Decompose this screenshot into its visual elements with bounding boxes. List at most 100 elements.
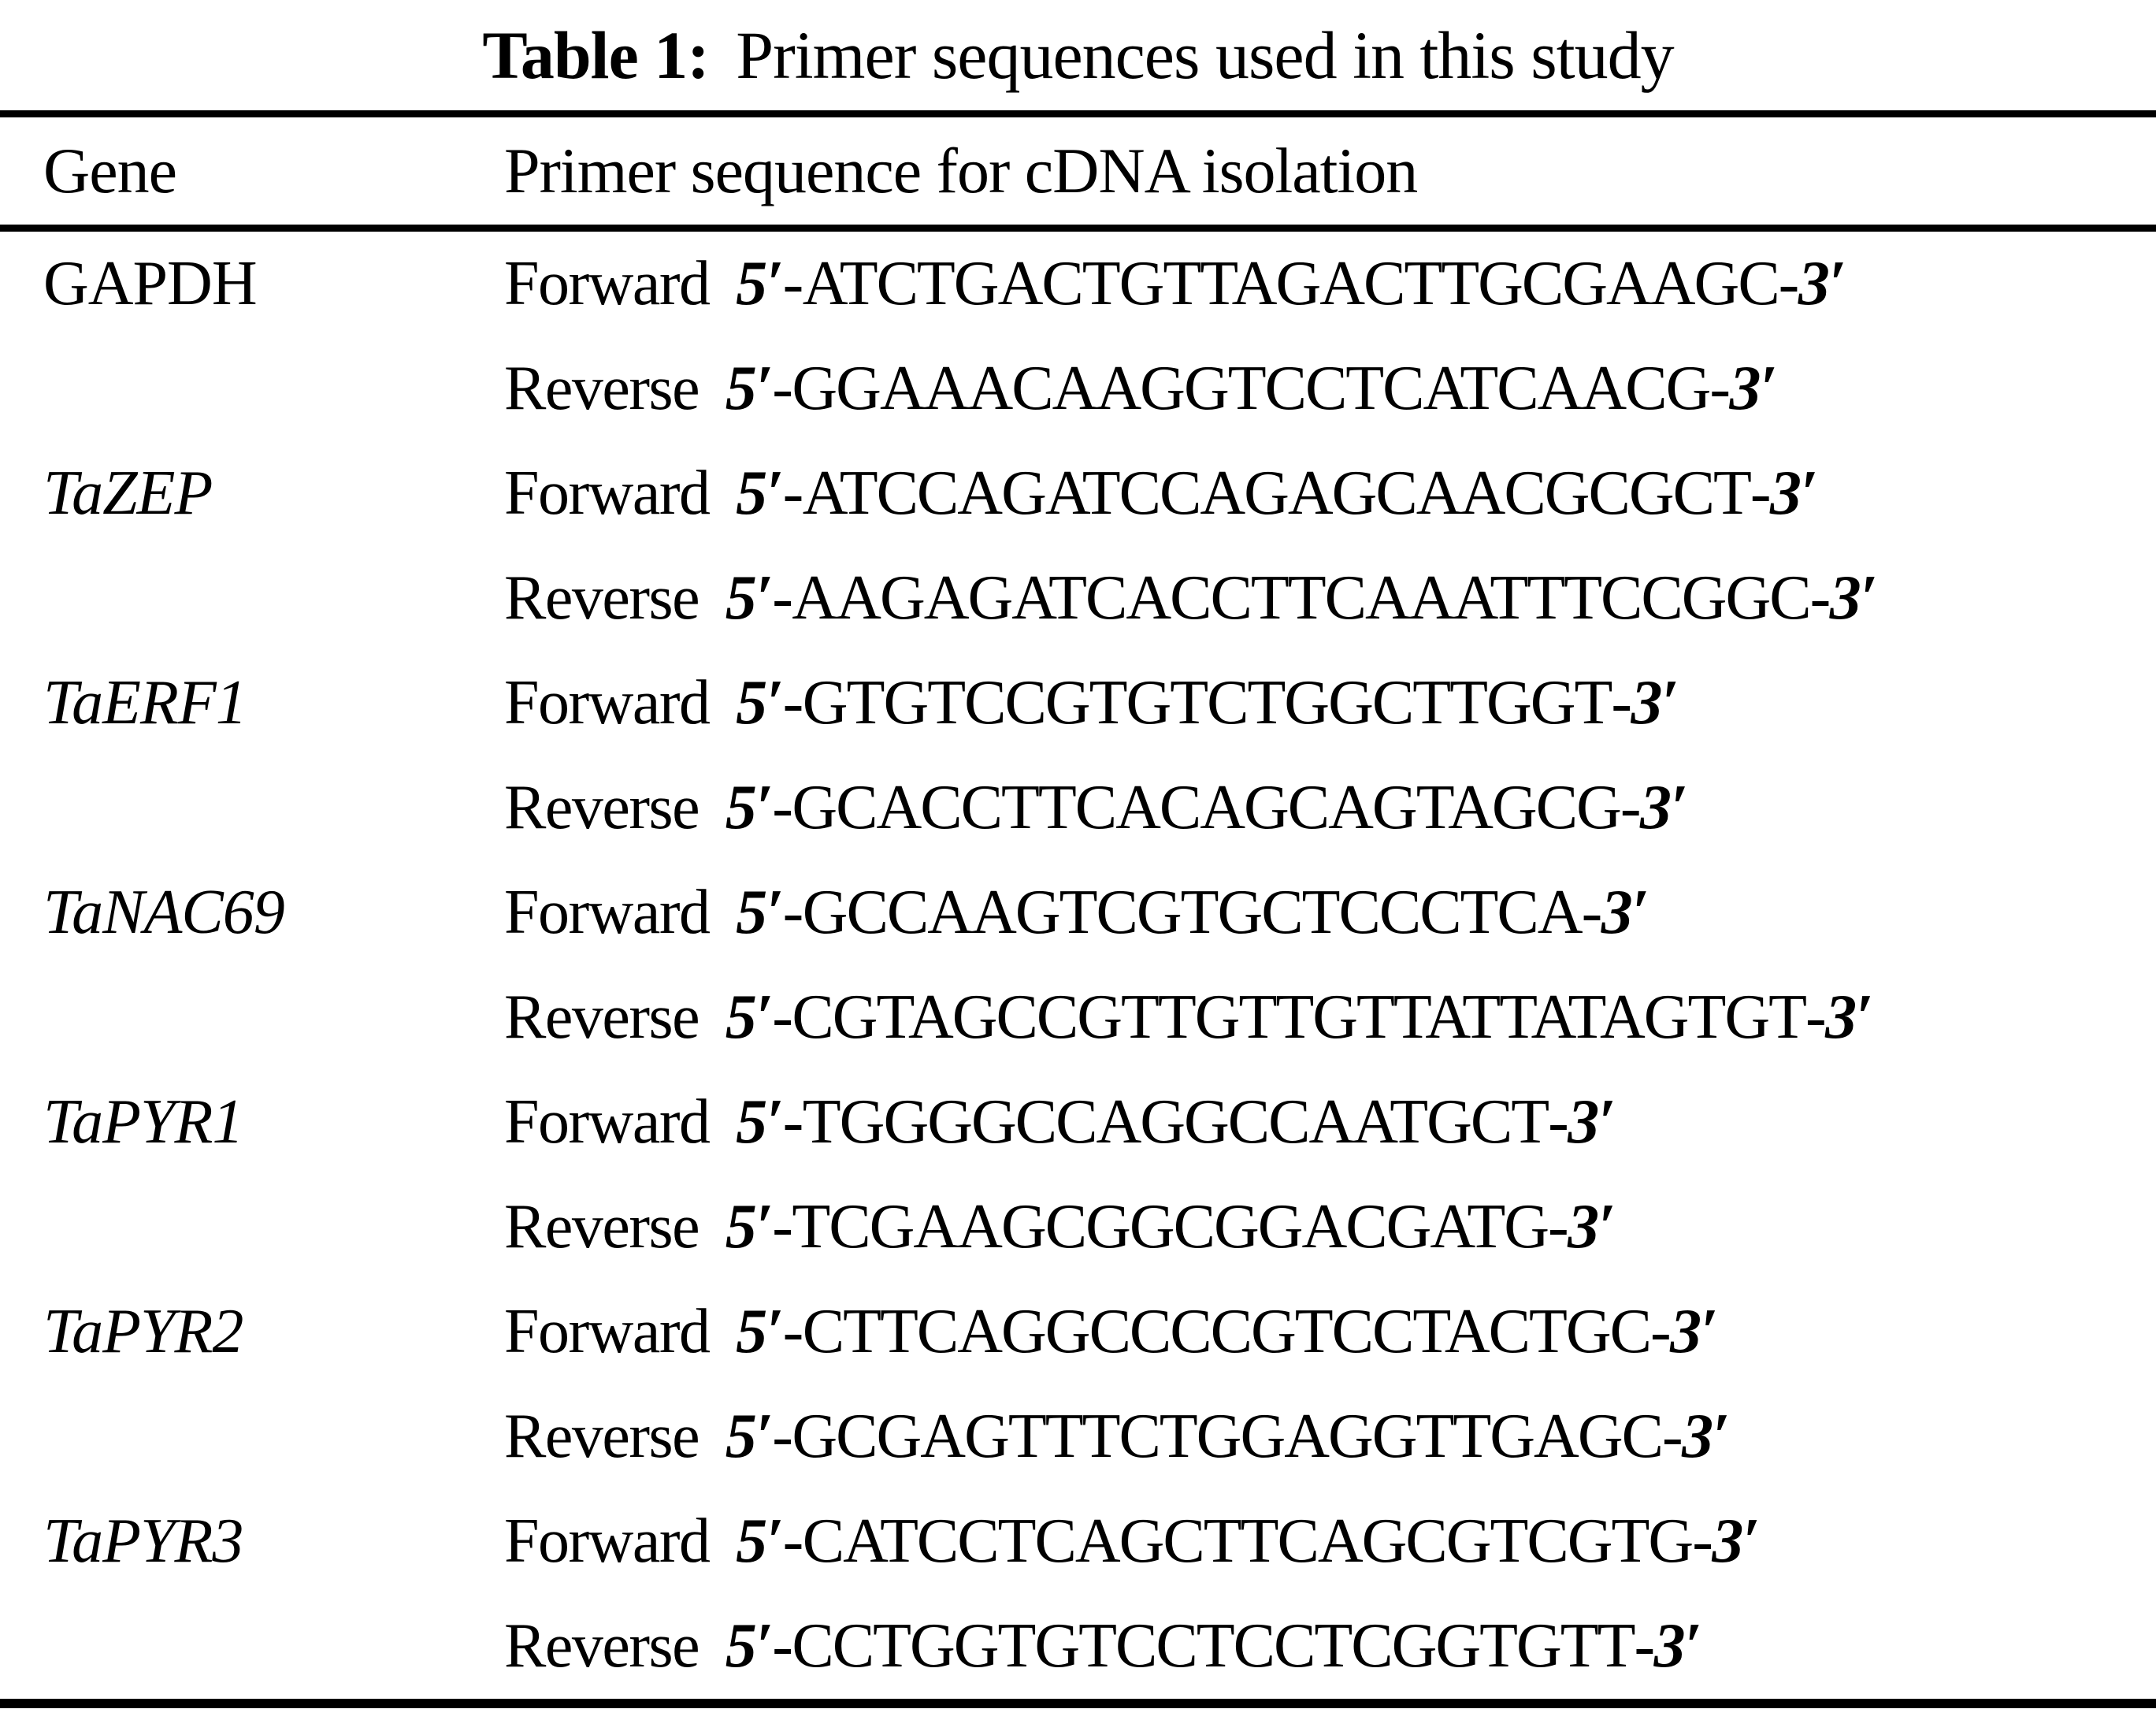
five-prime-label: 5′ bbox=[736, 249, 784, 318]
table-bottom-rule bbox=[0, 1699, 2156, 1708]
dash: - bbox=[772, 1402, 793, 1471]
primer-direction: Reverse bbox=[504, 983, 700, 1052]
dash: - bbox=[772, 983, 793, 1052]
five-prime-label: 5′ bbox=[725, 1611, 774, 1681]
five-prime-label: 5′ bbox=[725, 1402, 774, 1471]
five-prime-label: 5′ bbox=[725, 983, 774, 1052]
table-caption-label: Table 1: bbox=[482, 17, 709, 93]
dash: - bbox=[782, 459, 804, 528]
dash: - bbox=[1750, 459, 1772, 528]
table-header-row: Gene Primer sequence for cDNA isolation bbox=[0, 117, 2156, 225]
primer-sequence: GCCAAGTCGTGCTCCCTCA bbox=[802, 878, 1583, 947]
dash: - bbox=[1548, 1087, 1569, 1157]
dash: - bbox=[1620, 773, 1642, 842]
three-prime-label: 3′ bbox=[1670, 1297, 1718, 1366]
primer-direction: Reverse bbox=[504, 563, 700, 633]
primer-direction: Forward bbox=[504, 459, 711, 528]
three-prime-label: 3′ bbox=[1568, 1087, 1616, 1157]
gene-name: TaPYR2 bbox=[43, 1297, 243, 1366]
primer-sequence: TGGGGCCAGGCCAATGCT bbox=[802, 1087, 1549, 1157]
primer-direction: Reverse bbox=[504, 1402, 700, 1471]
primer-sequence: ATCTGACTGTTAGACTTGCGAAGC bbox=[802, 249, 1780, 318]
table-caption-text: Primer sequences used in this study bbox=[736, 17, 1674, 93]
primer-sequence: GCACCTTCACAGCAGTAGCG bbox=[792, 773, 1621, 842]
dash: - bbox=[1805, 983, 1827, 1052]
dash: - bbox=[772, 354, 793, 423]
primer-sequence: CCTGGTGTCCTCCTCGGTGTT bbox=[792, 1611, 1635, 1681]
gene-name: TaERF1 bbox=[43, 668, 247, 737]
three-prime-label: 3′ bbox=[1825, 983, 1873, 1052]
three-prime-label: 3′ bbox=[1798, 249, 1846, 318]
dash: - bbox=[1778, 249, 1800, 318]
primer-direction: Forward bbox=[504, 1087, 711, 1157]
five-prime-label: 5′ bbox=[725, 1192, 774, 1261]
three-prime-label: 3′ bbox=[1712, 1507, 1760, 1576]
dash: - bbox=[1709, 354, 1731, 423]
five-prime-label: 5′ bbox=[736, 1297, 784, 1366]
dash: - bbox=[772, 1611, 793, 1681]
primer-sequence: GTGTCCGTGTCTGGCTTGGT bbox=[802, 668, 1613, 737]
dash: - bbox=[1692, 1507, 1713, 1576]
dash: - bbox=[1611, 668, 1632, 737]
five-prime-label: 5′ bbox=[736, 459, 784, 528]
primer-direction: Forward bbox=[504, 1507, 711, 1576]
three-prime-label: 3′ bbox=[1729, 354, 1777, 423]
column-header-primer: Primer sequence for cDNA isolation bbox=[504, 135, 1418, 206]
five-prime-label: 5′ bbox=[725, 773, 774, 842]
primer-sequence: AAGAGATCACCTTCAAATTTCCGGC bbox=[792, 563, 1811, 633]
dash: - bbox=[782, 668, 804, 737]
dash: - bbox=[772, 1192, 793, 1261]
three-prime-label: 3′ bbox=[1829, 563, 1878, 633]
dash: - bbox=[782, 1087, 804, 1157]
three-prime-label: 3′ bbox=[1769, 459, 1818, 528]
three-prime-label: 3′ bbox=[1568, 1192, 1616, 1261]
dash: - bbox=[1634, 1611, 1655, 1681]
dash: - bbox=[772, 563, 793, 633]
five-prime-label: 5′ bbox=[736, 1087, 784, 1157]
three-prime-label: 3′ bbox=[1682, 1402, 1730, 1471]
five-prime-label: 5′ bbox=[725, 354, 774, 423]
primer-direction: Forward bbox=[504, 1297, 711, 1366]
five-prime-label: 5′ bbox=[736, 668, 784, 737]
column-header-gene: Gene bbox=[43, 135, 177, 206]
primer-sequence: CATCCTCAGCTTCAGCGTCGTG bbox=[802, 1507, 1694, 1576]
dash: - bbox=[782, 1297, 804, 1366]
gene-name: GAPDH bbox=[43, 249, 258, 318]
dash: - bbox=[1809, 563, 1831, 633]
primer-sequence: GCGAGTTTCTGGAGGTTGAGC bbox=[792, 1402, 1664, 1471]
primer-sequence: ATCCAGATCCAGAGCAACGCGCT bbox=[802, 459, 1752, 528]
gene-name: TaNAC69 bbox=[43, 878, 285, 947]
dash: - bbox=[1661, 1402, 1683, 1471]
primer-sequence: CTTCAGGCCCCGTCCTACTGC bbox=[802, 1297, 1652, 1366]
dash: - bbox=[1547, 1192, 1569, 1261]
primer-direction: Reverse bbox=[504, 773, 700, 842]
primer-direction: Reverse bbox=[504, 354, 700, 423]
five-prime-label: 5′ bbox=[736, 878, 784, 947]
three-prime-label: 3′ bbox=[1631, 668, 1679, 737]
three-prime-label: 3′ bbox=[1639, 773, 1688, 842]
